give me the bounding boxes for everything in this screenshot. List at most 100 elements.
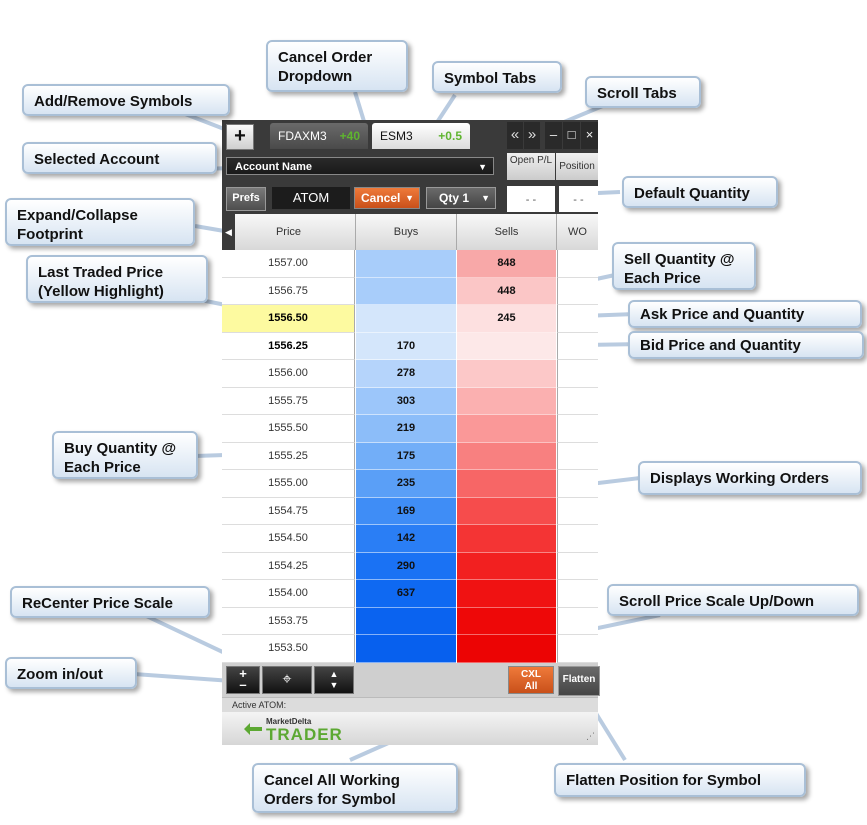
price-cell[interactable]: 1555.50 xyxy=(222,415,355,443)
ladder-footer: + – ⌖ ▲ ▼ CXL All Flatten xyxy=(222,663,600,697)
working-orders-cell[interactable] xyxy=(557,250,598,278)
callout-working-orders: Displays Working Orders xyxy=(638,461,862,495)
buy-cell[interactable]: 142 xyxy=(356,525,456,553)
symbol-tab-fdaxm3[interactable]: FDAXM3 +40 xyxy=(270,123,368,149)
buy-cell[interactable] xyxy=(356,635,456,663)
working-orders-cell[interactable] xyxy=(557,525,598,553)
default-quantity-dropdown[interactable]: Qty 1 ▼ xyxy=(426,187,496,209)
scroll-tabs-right-button[interactable]: » xyxy=(524,122,540,149)
working-orders-cell[interactable] xyxy=(557,332,598,360)
sell-cell[interactable] xyxy=(457,470,556,498)
buy-cell[interactable] xyxy=(356,607,456,635)
minimize-button[interactable]: – xyxy=(545,122,562,149)
sells-column-header[interactable]: Sells xyxy=(457,214,557,250)
maximize-button[interactable]: □ xyxy=(563,122,580,149)
buy-cell[interactable]: 169 xyxy=(356,497,456,525)
price-cell[interactable]: 1555.00 xyxy=(222,470,355,498)
expand-collapse-footprint-button[interactable]: ◀ xyxy=(222,214,235,250)
wo-column-header[interactable]: WO xyxy=(568,226,587,238)
sell-cell[interactable] xyxy=(457,635,556,663)
price-column-header[interactable]: Price xyxy=(222,214,356,250)
buy-cell[interactable]: 278 xyxy=(356,360,456,388)
chevron-down-icon: ▼ xyxy=(478,162,487,172)
working-orders-cell[interactable] xyxy=(557,277,598,305)
sell-cell[interactable] xyxy=(457,415,556,443)
buy-cell[interactable]: 170 xyxy=(356,332,456,360)
working-orders-cell[interactable] xyxy=(557,387,598,415)
account-select[interactable]: Account Name ▼ xyxy=(226,157,494,175)
buy-cell[interactable]: 637 xyxy=(356,580,456,608)
flatten-button[interactable]: Flatten xyxy=(558,666,600,696)
recenter-button[interactable]: ⌖ xyxy=(262,666,312,694)
callout-ask-price: Ask Price and Quantity xyxy=(628,300,862,328)
scroll-tabs-left-button[interactable]: « xyxy=(507,122,523,149)
price-cell[interactable]: 1554.50 xyxy=(222,525,355,553)
working-orders-cell[interactable] xyxy=(557,607,598,635)
add-symbol-button[interactable]: + xyxy=(226,124,254,150)
working-orders-cell[interactable] xyxy=(557,470,598,498)
price-cell[interactable]: 1553.50 xyxy=(222,635,355,663)
cancel-order-dropdown[interactable]: Cancel ▼ xyxy=(354,187,420,209)
working-orders-cell[interactable] xyxy=(557,305,598,333)
price-cell[interactable]: 1554.75 xyxy=(222,497,355,525)
buy-cell[interactable]: 303 xyxy=(356,387,456,415)
price-cell[interactable]: 1555.75 xyxy=(222,387,355,415)
callout-cancel-all-orders: Cancel All Working Orders for Symbol xyxy=(252,763,458,813)
zoom-button[interactable]: + – xyxy=(226,666,260,694)
price-cell[interactable]: 1557.00 xyxy=(222,250,355,278)
zoom-in-icon[interactable]: + xyxy=(239,666,247,681)
ladder-header: Price Buys Sells WO xyxy=(222,214,598,251)
sell-cell[interactable] xyxy=(457,525,556,553)
resize-grip-icon[interactable]: ⋰ xyxy=(586,731,595,741)
sell-cell[interactable]: 448 xyxy=(457,277,556,305)
buys-column-header[interactable]: Buys xyxy=(356,214,457,250)
working-orders-cell[interactable] xyxy=(557,497,598,525)
buy-cell[interactable] xyxy=(356,277,456,305)
close-button[interactable]: × xyxy=(581,122,598,149)
working-orders-cell[interactable] xyxy=(557,442,598,470)
scroll-price-scale-button[interactable]: ▲ ▼ xyxy=(314,666,354,694)
scroll-up-icon[interactable]: ▲ xyxy=(329,669,339,679)
scroll-down-icon[interactable]: ▼ xyxy=(329,680,339,690)
symbol-tab-esm3[interactable]: ESM3 +0.5 xyxy=(372,123,470,149)
price-cell[interactable]: 1556.50 xyxy=(222,305,355,333)
sell-cell[interactable] xyxy=(457,442,556,470)
price-cell[interactable]: 1554.25 xyxy=(222,552,355,580)
buy-cell[interactable] xyxy=(356,305,456,333)
working-orders-cell[interactable] xyxy=(557,360,598,388)
sell-cell[interactable] xyxy=(457,360,556,388)
prefs-button[interactable]: Prefs xyxy=(226,187,266,211)
ladder-row: 1556.75 448 xyxy=(222,277,598,305)
working-orders-cell[interactable] xyxy=(557,552,598,580)
price-cell[interactable]: 1556.75 xyxy=(222,277,355,305)
price-cell[interactable]: 1554.00 xyxy=(222,580,355,608)
callout-expand-collapse-footprint: Expand/Collapse Footprint xyxy=(5,198,195,246)
sell-cell[interactable]: 848 xyxy=(457,250,556,278)
price-cell[interactable]: 1555.25 xyxy=(222,442,355,470)
price-cell[interactable]: 1556.00 xyxy=(222,360,355,388)
buy-cell[interactable]: 235 xyxy=(356,470,456,498)
sell-cell[interactable]: 245 xyxy=(457,305,556,333)
buy-cell[interactable]: 219 xyxy=(356,415,456,443)
sell-cell[interactable] xyxy=(457,387,556,415)
zoom-out-icon[interactable]: – xyxy=(239,677,247,692)
sell-cell[interactable] xyxy=(457,332,556,360)
working-orders-cell[interactable] xyxy=(557,415,598,443)
cancel-all-button[interactable]: CXL All xyxy=(508,666,554,694)
sell-cell[interactable] xyxy=(457,552,556,580)
sell-cell[interactable] xyxy=(457,607,556,635)
callout-zoom: Zoom in/out xyxy=(5,657,137,689)
crosshair-icon: ⌖ xyxy=(282,671,292,688)
buy-cell[interactable] xyxy=(356,250,456,278)
account-name: Account Name xyxy=(235,161,313,173)
sell-cell[interactable] xyxy=(457,497,556,525)
working-orders-cell[interactable] xyxy=(557,580,598,608)
sell-cell[interactable] xyxy=(457,580,556,608)
working-orders-cell[interactable] xyxy=(557,635,598,663)
price-cell[interactable]: 1556.25 xyxy=(222,332,355,360)
buy-cell[interactable]: 175 xyxy=(356,442,456,470)
price-cell[interactable]: 1553.75 xyxy=(222,607,355,635)
buy-cell[interactable]: 290 xyxy=(356,552,456,580)
symbol-tab-change: +0.5 xyxy=(438,129,462,143)
symbol-tab-bar: + FDAXM3 +40 ESM3 +0.5 « » – □ × xyxy=(222,120,598,150)
